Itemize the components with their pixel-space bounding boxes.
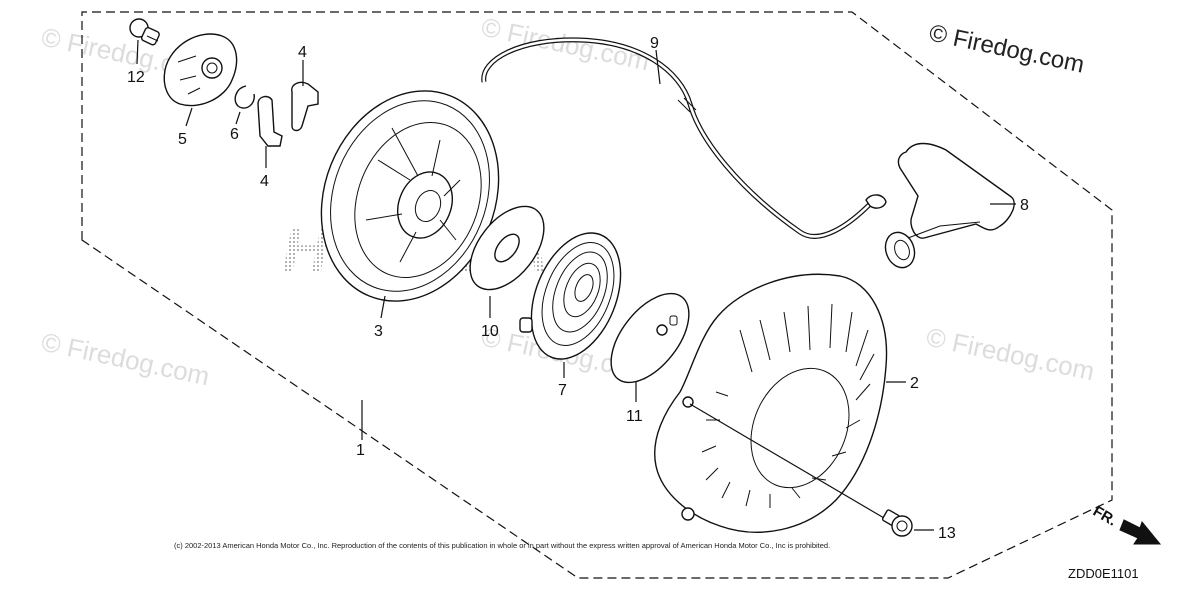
part-11-plate [610, 292, 690, 402]
label-12: 12 [127, 69, 145, 86]
label-2: 2 [910, 375, 919, 392]
label-6: 6 [230, 126, 239, 143]
part-8-handle [884, 142, 1016, 269]
part-3-reel [320, 90, 500, 319]
front-label: FR. [1090, 503, 1119, 530]
front-arrow-icon [1119, 519, 1162, 545]
bolt-13-leader [689, 403, 885, 519]
front-direction-marker: FR. [1090, 503, 1162, 545]
part-2-starter-case [654, 273, 906, 533]
watermark-faint-3: © Firedog.com [39, 327, 212, 392]
part-12-bolt [129, 18, 160, 65]
label-9: 9 [650, 35, 659, 52]
copyright-notice: (c) 2002-2013 American Honda Motor Co., … [174, 541, 830, 550]
part-6-circlip [234, 85, 255, 125]
watermark-faint-5: © Firedog.com [924, 322, 1097, 387]
label-4-upper: 4 [298, 44, 307, 61]
part-7-spring [519, 232, 622, 378]
diagram-code: ZDD0E1101 [1068, 566, 1139, 581]
part-5-ratchet [163, 33, 238, 127]
part-4-pawl-lower [257, 95, 283, 168]
label-4-lower: 4 [260, 173, 269, 190]
watermark-main: © Firedog.com [927, 19, 1087, 78]
label-8: 8 [1020, 197, 1029, 214]
label-1: 1 [356, 442, 365, 459]
label-3: 3 [374, 323, 383, 340]
label-11: 11 [626, 408, 643, 425]
part-9-rope [481, 37, 887, 239]
part-10-washer [469, 205, 545, 318]
label-10: 10 [481, 323, 499, 340]
assembly-outline [81, 11, 1113, 579]
label-7: 7 [558, 382, 567, 399]
part-13-bolt [881, 509, 934, 537]
part-4-pawl-upper [291, 60, 319, 132]
watermark-faint-2: © Firedog.com [479, 12, 652, 77]
label-5: 5 [178, 131, 187, 148]
label-13: 13 [938, 525, 956, 542]
